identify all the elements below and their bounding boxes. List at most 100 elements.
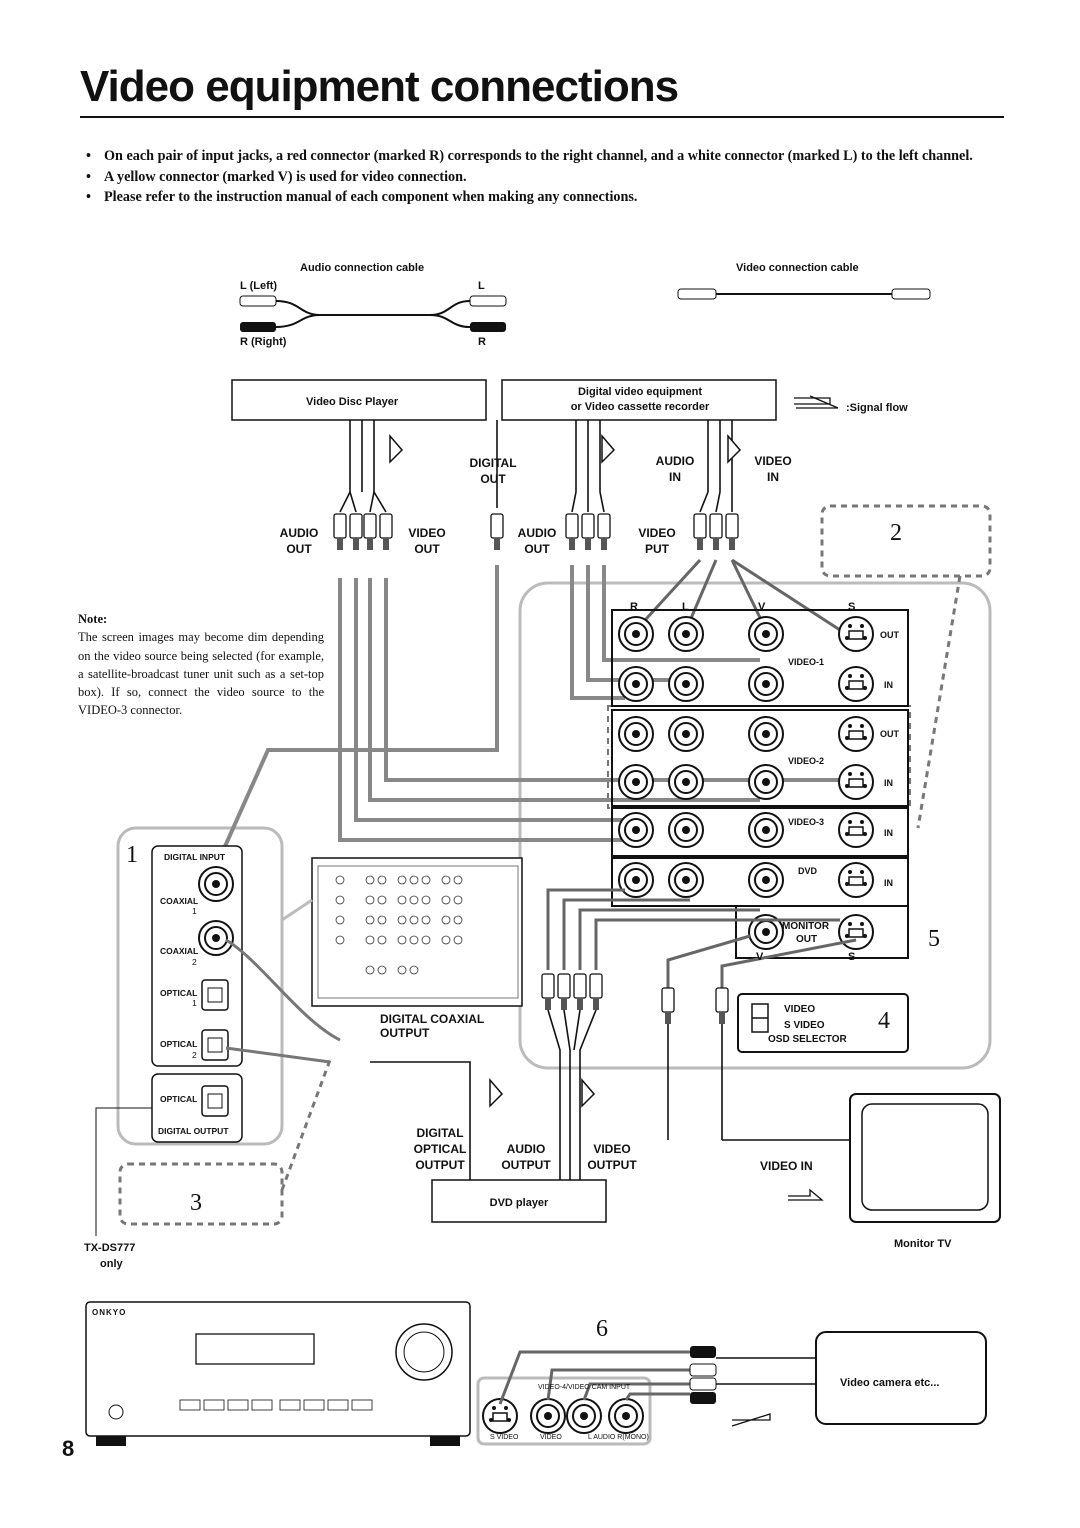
- coaxial-2-num: 2: [192, 957, 197, 967]
- instruction-list: On each pair of input jacks, a red conne…: [84, 148, 1014, 210]
- vdp-video-out-1: VIDEO: [408, 526, 446, 540]
- page-title: Video equipment connections: [80, 62, 679, 111]
- video2-label: VIDEO-2: [788, 756, 825, 766]
- video-cable-title: Video connection cable: [736, 262, 859, 274]
- video-camera-label: Video camera etc...: [840, 1377, 940, 1389]
- vcr-audio-in-2: IN: [669, 470, 681, 484]
- video4-input-label: VIDEO-4/VIDEO CAM INPUT: [538, 1384, 631, 1391]
- digital-out-label-2: OUT: [480, 472, 506, 486]
- coaxial-2-label: COAXIAL: [160, 946, 199, 956]
- coaxial-1-num: 1: [192, 906, 197, 916]
- audio-cable-title: Audio connection cable: [300, 262, 425, 274]
- video-cable-graphic: [677, 288, 931, 300]
- vcr-video-in-1: VIDEO: [754, 454, 792, 468]
- video1-out: OUT: [880, 630, 899, 640]
- video3-label: VIDEO-3: [788, 817, 825, 827]
- digital-input-label: DIGITAL INPUT: [164, 852, 226, 862]
- vcr-audio-in-1: AUDIO: [655, 454, 695, 468]
- digital-coaxial-output-1: DIGITAL COAXIAL: [380, 1012, 485, 1026]
- step-number: 4: [878, 1008, 890, 1034]
- dvd-audio-output-1: AUDIO: [506, 1142, 546, 1156]
- dvd-player-box: [431, 1179, 607, 1223]
- receiver-front-graphic: [85, 1301, 987, 1446]
- monitor-label: MONITOR: [782, 921, 830, 932]
- monitor-tv-label: Monitor TV: [894, 1238, 952, 1250]
- digital-video-box: [501, 379, 777, 421]
- panel-l-label: L: [682, 601, 689, 613]
- bullet-item: On each pair of input jacks, a red conne…: [84, 148, 1014, 166]
- bullet-item: Please refer to the instruction manual o…: [84, 189, 1014, 207]
- optical-1-num: 1: [192, 998, 197, 1008]
- digital-output-label: DIGITAL OUTPUT: [158, 1126, 229, 1136]
- svideo-jack-label: S VIDEO: [490, 1434, 519, 1441]
- video-disc-player-box: [231, 379, 487, 421]
- optical-2-num: 2: [192, 1050, 197, 1060]
- page-number: 8: [62, 1436, 75, 1461]
- signal-flow-label: :Signal flow: [846, 402, 908, 414]
- optical-1-label: OPTICAL: [160, 988, 198, 998]
- video-disc-player-label: Video Disc Player: [306, 396, 399, 408]
- digital-coaxial-output-2: OUTPUT: [380, 1026, 430, 1040]
- note-title: Note:: [78, 612, 108, 626]
- vdp-audio-out-1: AUDIO: [279, 526, 319, 540]
- dvd-label: DVD: [798, 866, 818, 876]
- video2-in: IN: [884, 778, 893, 788]
- step-number: 5: [928, 926, 940, 952]
- osd-selector-label: OSD SELECTOR: [768, 1034, 847, 1045]
- coaxial-1-label: COAXIAL: [160, 896, 199, 906]
- model-note-1: TX-DS777: [84, 1242, 136, 1254]
- cable-right-label: R (Right): [240, 336, 287, 348]
- vdp-audio-out-2: OUT: [286, 542, 312, 556]
- digital-io-panel: [95, 845, 341, 1236]
- monitor-s-label: S: [848, 951, 856, 963]
- cable-left-label: L (Left): [240, 280, 278, 292]
- panel-s-label: S: [848, 601, 856, 613]
- model-note-2: only: [100, 1258, 123, 1270]
- receiver-rear-graphic: [281, 857, 523, 1007]
- selector-svideo-label: S VIDEO: [784, 1020, 825, 1031]
- dvd-in: IN: [884, 878, 893, 888]
- step-number: 1: [126, 842, 138, 868]
- dvd-audio-output-2: OUTPUT: [501, 1158, 551, 1172]
- step-number: 3: [190, 1190, 202, 1216]
- step-number: 2: [890, 520, 902, 546]
- note-text: The screen images may become dim dependi…: [78, 630, 324, 718]
- receiver-av-panel: [611, 609, 909, 959]
- dvd-optical-2: OPTICAL: [413, 1142, 467, 1156]
- video3-in: IN: [884, 828, 893, 838]
- step-number: 6: [596, 1316, 608, 1342]
- title-rule: [80, 116, 1004, 118]
- dvd-digital-1: DIGITAL: [416, 1126, 464, 1140]
- dvd-video-output-1: VIDEO: [593, 1142, 631, 1156]
- digital-out-label-1: DIGITAL: [469, 456, 517, 470]
- video1-in: IN: [884, 680, 893, 690]
- optical-out-label: OPTICAL: [160, 1094, 198, 1104]
- video2-out: OUT: [880, 729, 899, 739]
- bullet-item: A yellow connector (marked V) is used fo…: [84, 169, 1014, 187]
- monitor-out-label: OUT: [796, 934, 818, 945]
- video1-label: VIDEO-1: [788, 657, 825, 667]
- selector-video-label: VIDEO: [784, 1004, 816, 1015]
- video-jack-label: VIDEO: [540, 1434, 562, 1441]
- note-block: Note: The screen images may become dim d…: [78, 610, 324, 720]
- audio-cable-graphic: [239, 295, 507, 332]
- audio-jack-label: L AUDIO R(MONO): [588, 1434, 649, 1441]
- panel-v-label: V: [758, 601, 766, 613]
- optical-2-label: OPTICAL: [160, 1039, 198, 1049]
- vcr-video-put-1: VIDEO: [638, 526, 676, 540]
- vdp-video-out-2: OUT: [414, 542, 440, 556]
- dvd-video-output-2: OUTPUT: [587, 1158, 637, 1172]
- digital-video-line1: Digital video equipment: [577, 386, 703, 398]
- tv-video-in-label: VIDEO IN: [760, 1159, 813, 1173]
- digital-video-line2: or Video cassette recorder: [570, 401, 710, 413]
- vcr-audio-out-1: AUDIO: [517, 526, 557, 540]
- cable-l-label: L: [478, 280, 485, 292]
- vcr-video-put-2: PUT: [645, 542, 669, 556]
- cable-r-label: R: [478, 336, 486, 348]
- dvd-player-label: DVD player: [489, 1197, 549, 1209]
- vcr-video-in-2: IN: [767, 470, 779, 484]
- monitor-v-label: V: [756, 951, 764, 963]
- dvd-output-3: OUTPUT: [415, 1158, 465, 1172]
- monitor-tv-graphic: [722, 1093, 1001, 1223]
